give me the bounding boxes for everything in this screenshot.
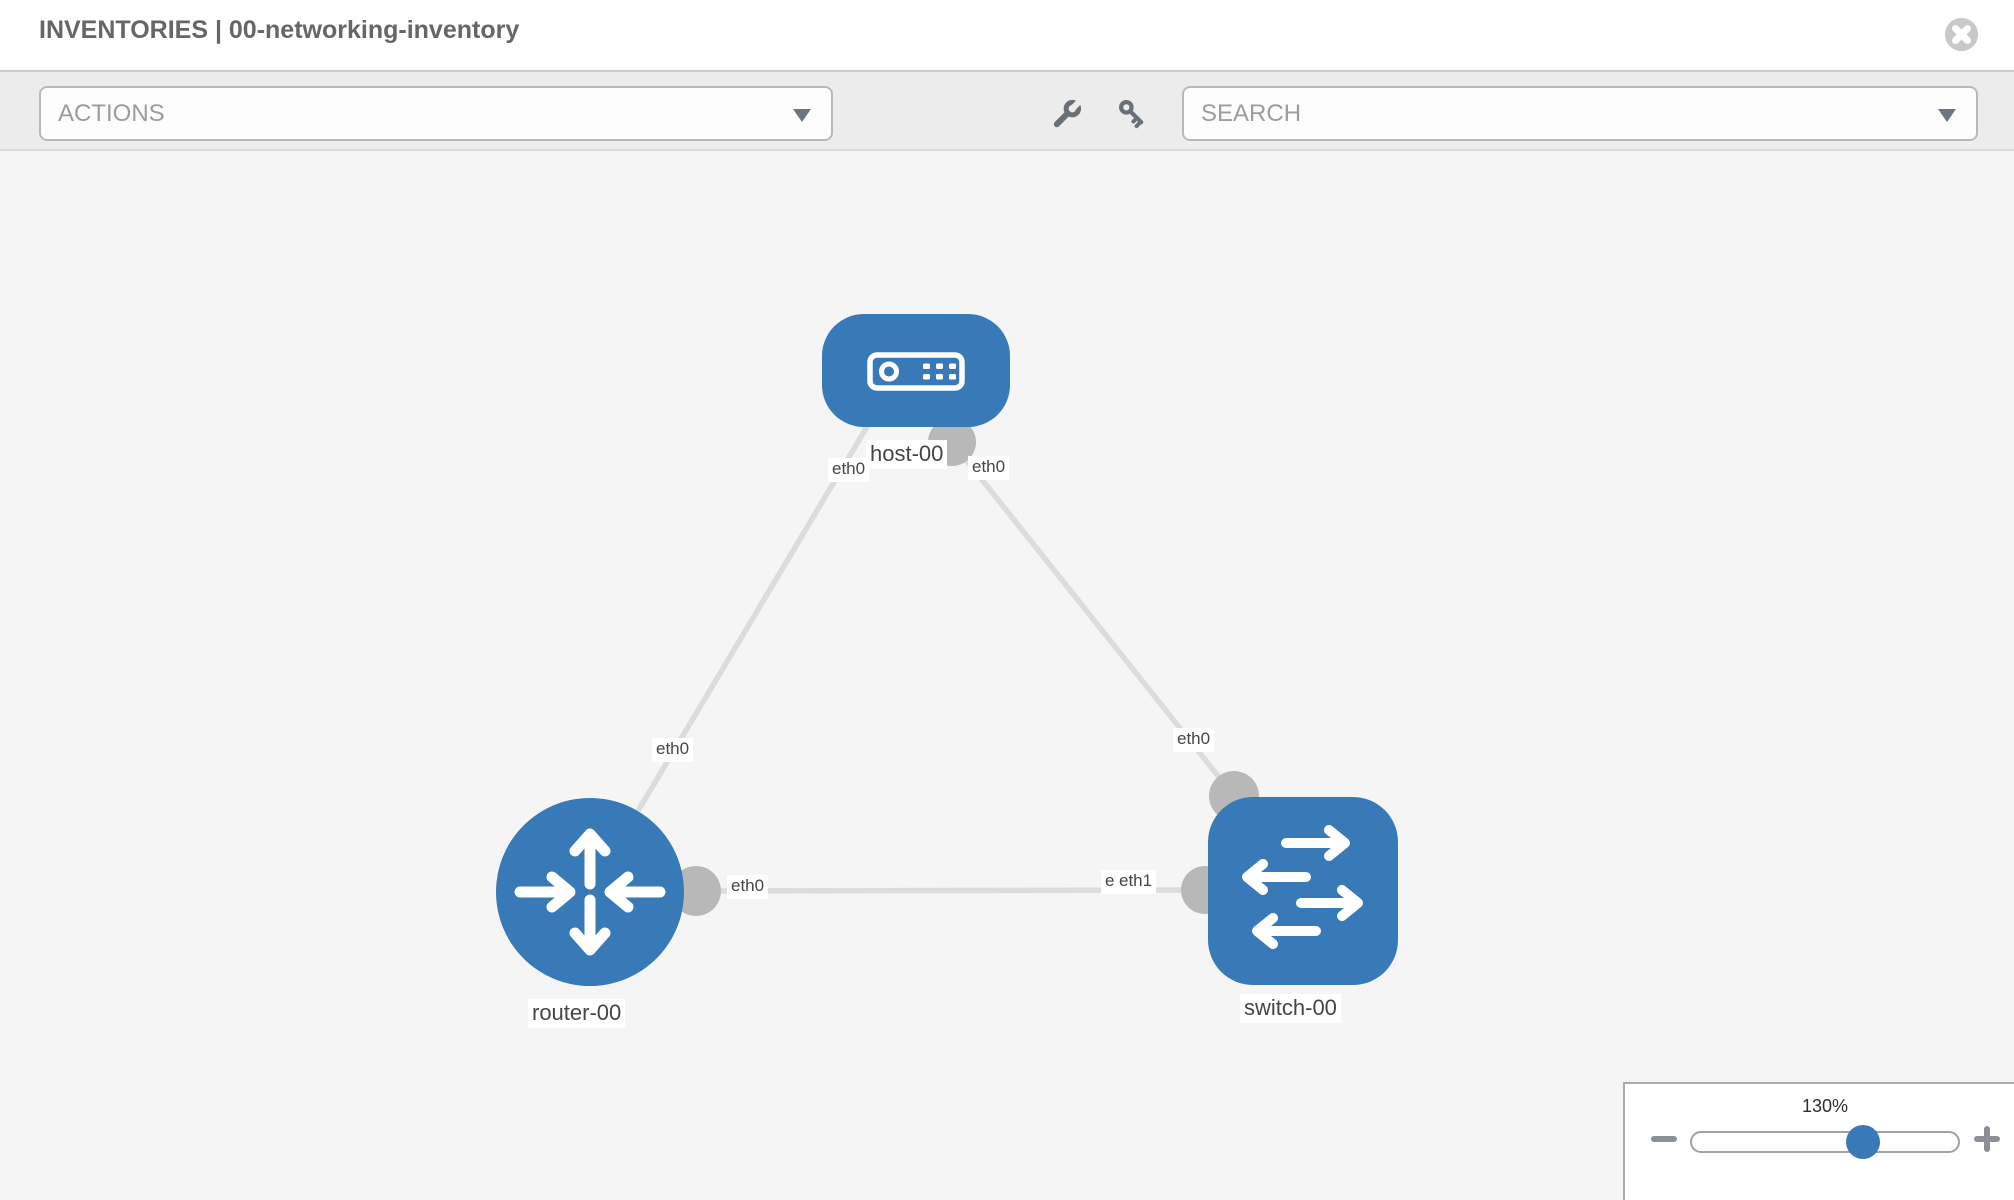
zoom-out-button[interactable] <box>1651 1136 1677 1142</box>
node-router-00[interactable] <box>496 798 684 986</box>
zoom-slider[interactable] <box>1690 1125 1960 1159</box>
chevron-down-icon <box>1938 109 1956 122</box>
port-label: eth0 <box>727 875 769 899</box>
plus-icon <box>1984 1126 1990 1152</box>
port-label: eth0 <box>652 738 694 762</box>
search-dropdown-label: SEARCH <box>1201 100 1302 127</box>
port-connector-router[interactable] <box>671 866 721 916</box>
zoom-slider-thumb[interactable] <box>1846 1125 1880 1159</box>
actions-dropdown[interactable]: ACTIONS <box>39 86 833 141</box>
node-switch-00[interactable] <box>1208 797 1398 985</box>
topology-canvas[interactable]: eth0 eth0 eth0 eth0 eth0 eth1 eth1 host-… <box>0 151 2014 1200</box>
router-arrows-icon <box>514 828 666 956</box>
actions-dropdown-label: ACTIONS <box>58 100 165 127</box>
node-label-switch[interactable]: switch-00 <box>1240 994 1341 1024</box>
adhoc-command-button[interactable] <box>1049 98 1083 132</box>
node-label-host[interactable]: host-00 <box>866 440 948 470</box>
chevron-down-icon <box>793 109 811 122</box>
node-host-00[interactable] <box>822 314 1010 427</box>
page-title: INVENTORIES | 00-networking-inventory <box>39 16 520 44</box>
port-label: eth1 <box>1115 870 1157 894</box>
zoom-level-label: 130% <box>1801 1096 1849 1116</box>
server-icon <box>867 352 965 391</box>
wrench-icon <box>1053 99 1082 128</box>
toolbar: ACTIONS SEARCH <box>0 72 2014 151</box>
port-label: eth0 <box>1173 728 1215 752</box>
key-icon <box>1119 100 1144 129</box>
port-label: eth0 <box>828 458 870 482</box>
port-label: eth0 <box>968 456 1010 480</box>
credentials-button[interactable] <box>1117 98 1151 132</box>
search-dropdown[interactable]: SEARCH <box>1182 86 1978 141</box>
zoom-in-button[interactable] <box>1974 1126 2000 1152</box>
link-layer <box>635 423 1237 894</box>
connector-layer <box>671 418 1259 916</box>
close-button[interactable] <box>1945 18 1978 51</box>
node-label-router[interactable]: router-00 <box>528 999 626 1029</box>
switch-arrows-icon <box>1242 825 1363 949</box>
header: INVENTORIES | 00-networking-inventory <box>0 0 2014 72</box>
zoom-panel: 130% <box>1623 1082 2014 1200</box>
x-circle-icon <box>1945 18 1978 51</box>
